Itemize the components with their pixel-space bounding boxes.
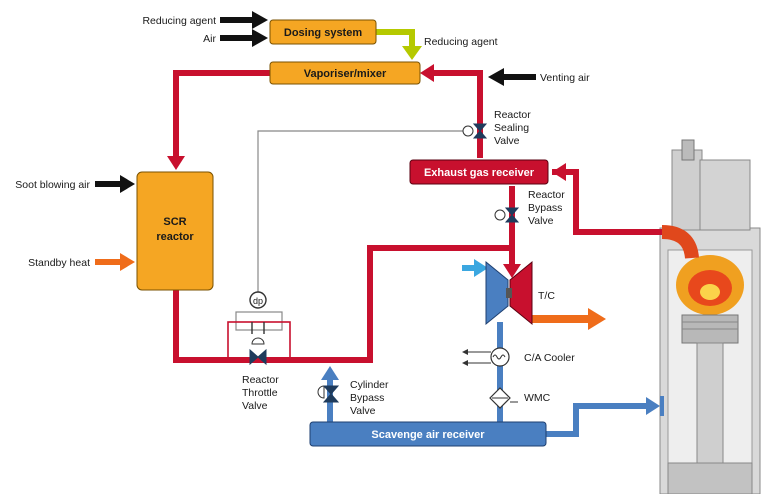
scavenge-air-receiver-label: Scavenge air receiver — [371, 429, 485, 441]
scr-reactor-label-1: SCR — [163, 216, 186, 228]
ca-cooler[interactable] — [462, 347, 510, 367]
cylinder-bypass-valve-label-3: Valve — [350, 405, 376, 417]
scavenge-air-receiver[interactable]: Scavenge air receiver — [309, 421, 547, 447]
throttle-bypass-loop — [227, 321, 291, 361]
inlet-air-line — [462, 265, 478, 271]
reactor-sealing-valve[interactable] — [462, 123, 488, 139]
exhaust-flow-arrows — [167, 64, 566, 278]
reactor-bypass-valve[interactable] — [494, 207, 520, 223]
cylinder-bypass-valve[interactable] — [317, 385, 340, 403]
inlet-air-arrow — [474, 259, 488, 277]
reactor-throttle-valve[interactable] — [249, 337, 267, 366]
exhaust-gas-receiver[interactable]: Exhaust gas receiver — [409, 159, 549, 185]
standby-heat-arrow — [95, 253, 135, 271]
scavenge-piping — [327, 322, 650, 437]
exhaust-outlet-line — [530, 315, 592, 323]
wmc-label: WMC — [524, 392, 551, 404]
reactor-bypass-valve-label-3: Valve — [528, 215, 554, 227]
reactor-throttle-valve-label-2: Throttle — [242, 387, 278, 399]
soot-blowing-air-label: Soot blowing air — [15, 179, 90, 191]
turbocharger-label: T/C — [538, 290, 555, 302]
vaporiser-mixer[interactable]: Vaporiser/mixer — [269, 61, 421, 85]
reducing-agent-output-label: Reducing agent — [424, 36, 498, 48]
reactor-bypass-valve-label-1: Reactor — [528, 189, 565, 201]
exhaust-pipe-vaporiser-to-scr — [173, 70, 270, 160]
air-input-label: Air — [203, 33, 216, 45]
exhaust-pipe-receiver-to-vaporiser — [430, 70, 483, 158]
dosing-system-label: Dosing system — [284, 27, 362, 39]
dp-gauge: dp — [249, 291, 267, 309]
scr-reactor[interactable]: SCR reactor — [136, 171, 214, 291]
venting-air-label: Venting air — [540, 72, 590, 84]
reducing-agent-input-label: Reducing agent — [142, 15, 216, 27]
exhaust-gas-receiver-label: Exhaust gas receiver — [424, 167, 535, 179]
cylinder-bypass-valve-label-2: Bypass — [350, 392, 384, 404]
scavenge-pipe-to-engine — [546, 403, 650, 437]
cylinder-bypass-valve-label-1: Cylinder — [350, 379, 389, 391]
scavenge-arrow-engine — [646, 397, 660, 415]
vaporiser-mixer-label: Vaporiser/mixer — [304, 68, 387, 80]
engine-illustration — [659, 139, 761, 494]
exhaust-outlet-arrow — [588, 308, 606, 330]
dp-control-lines — [235, 130, 468, 331]
scr-reactor-label-2: reactor — [156, 231, 194, 243]
dosing-system[interactable]: Dosing system — [269, 19, 377, 45]
reactor-bypass-valve-label-2: Bypass — [528, 202, 562, 214]
cylinder-bypass-arrow — [321, 366, 339, 380]
ca-cooler-label: C/A Cooler — [524, 352, 575, 364]
dp-sense-line-upper — [257, 130, 468, 292]
engine-inlet-flange — [660, 396, 664, 416]
dp-gauge-label: dp — [253, 296, 263, 306]
exhaust-pipe-scr-to-turbine — [173, 245, 512, 363]
turbocharger[interactable] — [485, 260, 533, 326]
standby-heat-label: Standby heat — [28, 257, 90, 269]
reactor-throttle-valve-label-1: Reactor — [242, 374, 279, 386]
reactor-sealing-valve-label-3: Valve — [494, 135, 520, 147]
reagent-arrow — [402, 46, 422, 60]
reactor-throttle-valve-label-3: Valve — [242, 400, 268, 412]
input-arrows — [95, 11, 536, 193]
reagent-line — [376, 29, 415, 50]
reactor-sealing-valve-label-1: Reactor — [494, 109, 531, 121]
reactor-sealing-valve-label-2: Sealing — [494, 122, 529, 134]
exhaust-pipe-engine-to-receiver — [552, 169, 662, 235]
dp-bypass-loop — [235, 311, 283, 331]
wmc[interactable] — [489, 387, 518, 409]
